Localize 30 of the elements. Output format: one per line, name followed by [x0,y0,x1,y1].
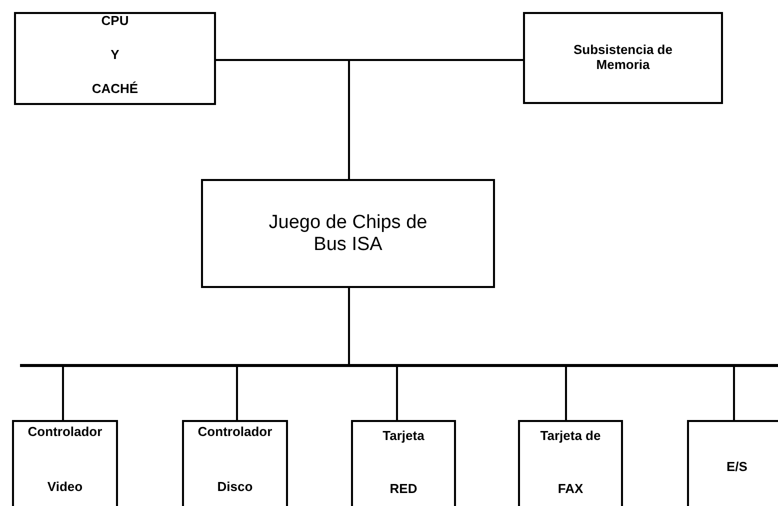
connector-line [348,59,523,179]
box-label: Tarjeta de [540,429,601,444]
expansion-card-box [182,420,288,506]
expansion-card-box [12,420,118,506]
connector-line [62,367,64,420]
component-box [523,12,723,104]
box-label: Controlador [198,425,272,440]
component-box [201,179,495,288]
box-label: Y [110,48,120,63]
connector-line [396,367,398,420]
box-label: Juego de Chips de Bus ISA [268,212,428,256]
box-label: Disco [217,480,253,495]
box-label: Controlador [28,425,102,440]
box-label: CACHÉ [92,82,138,97]
box-label: Subsistencia de Memoria [572,43,674,73]
expansion-card-box [518,420,623,506]
box-label: CPU [101,14,129,29]
bus-line [20,364,778,367]
box-label: Video [47,480,83,495]
connector-line [565,367,567,420]
connector-line [733,367,735,420]
connector-line [236,367,238,420]
box-label: FAX [558,482,584,497]
box-label: Tarjeta [382,429,424,444]
expansion-card-box [687,420,778,506]
box-label: E/S [726,460,748,475]
component-box [14,12,216,105]
connector-line [348,288,350,364]
expansion-card-box [351,420,456,506]
box-label: RED [390,482,418,497]
